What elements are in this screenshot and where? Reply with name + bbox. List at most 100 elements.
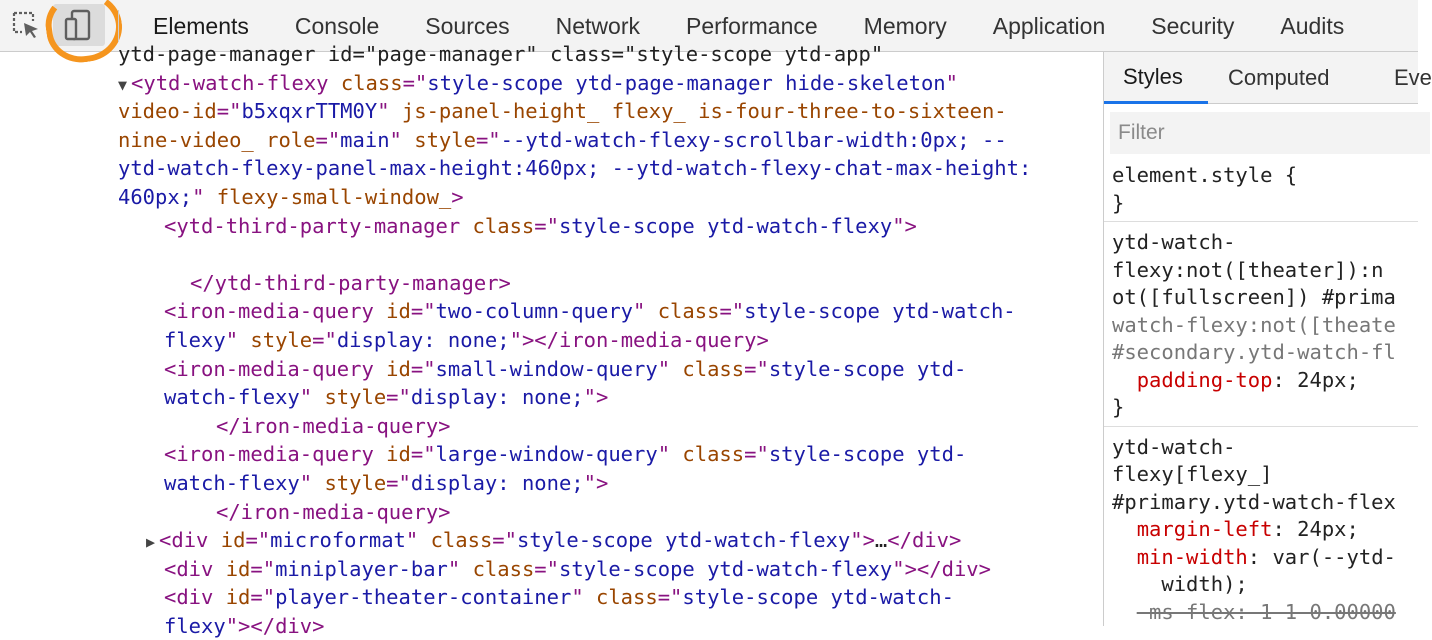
styles-filter-input[interactable]	[1110, 112, 1430, 154]
dom-node-line[interactable]: ▼<ytd-watch-flexy class="style-scope ytd…	[118, 69, 958, 97]
elements-dom-tree[interactable]: ytd-page-manager id="page-manager" class…	[0, 42, 1103, 638]
dom-token: <ytd-watch-flexy	[131, 70, 329, 95]
dom-token: ="	[534, 213, 559, 238]
dom-token: ">	[583, 471, 609, 495]
tab-security[interactable]: Security	[1151, 12, 1235, 39]
dom-token: style-scope ytd-watch-flexy	[516, 528, 851, 553]
dom-token: "></iron-media-query>	[509, 328, 769, 352]
expand-triangle-icon[interactable]: ▶	[146, 533, 156, 552]
rule-separator	[1104, 425, 1418, 427]
dom-token: class	[418, 528, 493, 553]
tab-application[interactable]: Application	[992, 12, 1106, 39]
style-rule-line[interactable]: flexy[flexy_]	[1112, 461, 1272, 488]
style-rule-line[interactable]: margin-left: 24px;	[1112, 516, 1359, 543]
dom-token: flexy	[164, 328, 226, 352]
dom-token: large-window-query	[435, 442, 658, 467]
dom-token: class	[460, 556, 535, 581]
dom-token: ="	[475, 127, 501, 152]
dom-token: <iron-media-query	[164, 356, 374, 381]
device-toolbar-icon[interactable]	[53, 4, 105, 46]
dom-token: flexy	[164, 614, 226, 638]
dom-node-line[interactable]: ▶<div id="microformat" class="style-scop…	[146, 526, 961, 554]
dom-token: ="	[534, 556, 559, 581]
dom-node-line[interactable]: watch-flexy" style="display: none;">	[164, 469, 608, 497]
rule-separator	[1104, 221, 1418, 222]
dom-node-line[interactable]: <iron-media-query id="two-column-query" …	[164, 297, 1016, 325]
dom-node-line[interactable]: flexy" style="display: none;"></iron-med…	[164, 326, 769, 354]
style-rule-line[interactable]: flexy:not([theater]):n	[1112, 257, 1384, 284]
inspect-element-icon[interactable]	[6, 6, 46, 44]
style-rule-line[interactable]: width);	[1112, 571, 1248, 598]
dom-token: ="	[402, 70, 428, 95]
style-token: ytd-watch-	[1112, 434, 1236, 459]
dom-token: ="	[250, 556, 276, 581]
dom-node-line[interactable]: <div id="miniplayer-bar" class="style-sc…	[164, 555, 991, 583]
style-token: watch-flexy:not([theate	[1112, 312, 1396, 337]
style-token: : 24px;	[1272, 367, 1359, 392]
tab-memory[interactable]: Memory	[863, 12, 947, 39]
tab-console[interactable]: Console	[294, 12, 380, 39]
dom-node-line[interactable]: </iron-media-query>	[216, 498, 451, 526]
dom-token: ="	[657, 585, 683, 610]
dom-token: id	[373, 356, 411, 381]
dom-node-line[interactable]: ytd-page-manager id="page-manager" class…	[118, 40, 883, 68]
style-rule-line[interactable]: padding-top: 24px;	[1112, 367, 1359, 394]
dom-token: "	[633, 299, 646, 324]
style-token: width);	[1112, 572, 1248, 596]
dom-token: </iron-media-query>	[216, 413, 451, 438]
dom-node-line[interactable]: <iron-media-query id="small-window-query…	[164, 355, 966, 383]
dom-token: b5xqxrTTM0Y	[241, 99, 378, 124]
dom-token: video-id	[118, 99, 217, 124]
dom-node-line[interactable]: </ytd-third-party-manager>	[190, 269, 511, 297]
dom-token: player-theater-container	[275, 585, 572, 610]
sidebar-tab-computed[interactable]: Computed	[1228, 65, 1330, 90]
style-rule-line[interactable]: #secondary.ytd-watch-fl	[1112, 339, 1396, 366]
tab-elements[interactable]: Elements	[153, 12, 249, 39]
dom-token: microformat	[270, 528, 406, 553]
dom-token: </ytd-third-party-manager>	[190, 270, 511, 295]
sidebar-tab-styles[interactable]: Styles	[1104, 52, 1208, 104]
dom-token: class	[328, 70, 403, 95]
dom-node-line[interactable]: <div id="player-theater-container" class…	[164, 583, 954, 611]
style-rule-line[interactable]: watch-flexy:not([theate	[1112, 312, 1396, 339]
tab-audits[interactable]: Audits	[1280, 12, 1345, 39]
dom-token: "></div>	[892, 556, 991, 581]
style-rule-line[interactable]: }	[1112, 190, 1124, 217]
dom-token: <div	[164, 585, 214, 610]
dom-token: id	[373, 442, 411, 467]
style-rule-line[interactable]: ytd-watch-	[1112, 229, 1235, 256]
style-rule-line[interactable]: element.style {	[1112, 162, 1297, 189]
tab-sources[interactable]: Sources	[425, 12, 510, 39]
dom-token: small-window-query	[435, 356, 658, 381]
style-rule-line[interactable]: ytd-watch-	[1112, 434, 1235, 461]
style-token	[1112, 517, 1137, 541]
style-token: }	[1112, 395, 1125, 419]
style-rule-line[interactable]: min-width: var(--ytd-	[1112, 544, 1396, 571]
dom-node-line[interactable]: nine-video_ role="main" style="--ytd-wat…	[118, 126, 1007, 154]
tab-network[interactable]: Network	[555, 12, 640, 39]
sidebar-tab-eve[interactable]: Eve	[1394, 65, 1432, 90]
dom-node-line[interactable]: 460px;" flexy-small-window_>	[118, 183, 464, 211]
style-token: ot([fullscreen]) #prima	[1112, 285, 1396, 309]
dom-node-line[interactable]: flexy"></div>	[164, 612, 324, 640]
dom-token: ytd-watch-flexy-panel-max-height:460px; …	[118, 156, 1032, 181]
panel-divider[interactable]	[1103, 52, 1104, 626]
dom-node-line[interactable]: <ytd-third-party-manager class="style-sc…	[164, 212, 917, 240]
dom-token: "	[299, 385, 313, 410]
style-rule-line[interactable]: -ms-flex: 1 1 0.00000	[1112, 599, 1396, 626]
style-token	[1112, 368, 1137, 392]
dom-node-line[interactable]: watch-flexy" style="display: none;">	[164, 383, 608, 411]
dom-node-line[interactable]: video-id="b5xqxrTTM0Y" js-panel-height_ …	[118, 97, 1007, 125]
dom-token: <iron-media-query	[164, 442, 374, 467]
style-rule-line[interactable]: ot([fullscreen]) #prima	[1112, 284, 1396, 311]
dom-node-line[interactable]: <iron-media-query id="large-window-query…	[164, 440, 966, 468]
tab-performance[interactable]: Performance	[686, 12, 818, 39]
expand-triangle-icon[interactable]: ▼	[118, 75, 128, 94]
dom-token: id	[213, 556, 251, 581]
style-rule-line[interactable]: #primary.ytd-watch-flex	[1112, 489, 1396, 516]
dom-token: ="	[410, 442, 436, 467]
dom-token: display: none;	[336, 328, 510, 352]
style-rule-line[interactable]: }	[1112, 394, 1124, 421]
dom-node-line[interactable]: </iron-media-query>	[216, 412, 451, 440]
dom-node-line[interactable]: ytd-watch-flexy-panel-max-height:460px; …	[118, 154, 1031, 182]
